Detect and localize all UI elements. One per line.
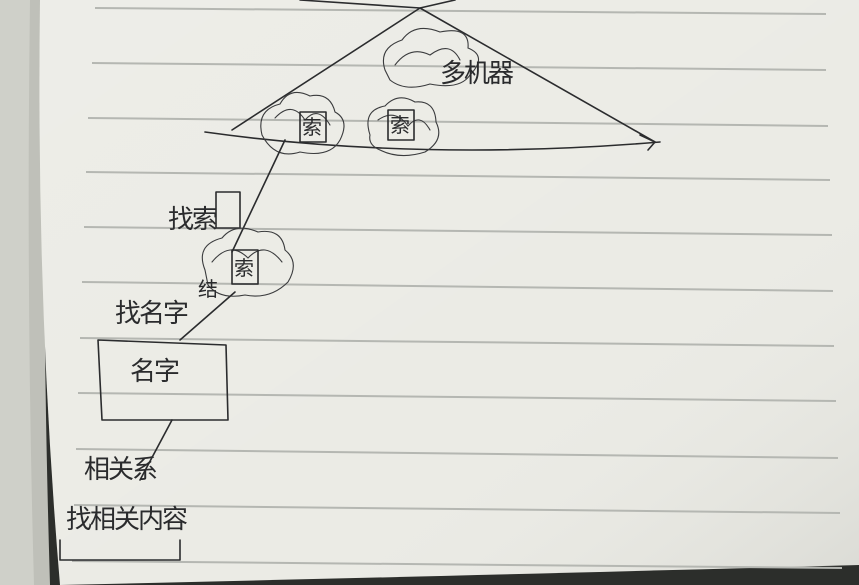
related-label: 相关系 [84, 455, 157, 485]
connector-bottom [139, 419, 173, 481]
find-index-label: 找索 [168, 205, 217, 235]
name-box-label: 名字 [130, 357, 179, 387]
related-content-label: 找相关内容 [66, 505, 187, 535]
paper-lighting [39, 0, 859, 585]
right-cloud-box-label: 索 [390, 113, 409, 137]
top-cloud [382, 27, 480, 88]
right-cloud-box [387, 109, 415, 141]
connector-middle [179, 291, 236, 341]
name-box [97, 339, 229, 421]
right-cloud [367, 97, 440, 157]
middle-cloud-box-label: 索 [234, 256, 253, 280]
find-index-box [215, 191, 241, 229]
middle-cloud [201, 227, 294, 297]
find-name-label: 找名字 [115, 299, 188, 329]
left-cloud [260, 91, 345, 155]
middle-cloud-side-label: 结 [198, 277, 217, 301]
connector-top [231, 139, 286, 253]
top-cloud-label: 多机器 [440, 59, 514, 89]
ruled-lines [71, 7, 843, 569]
middle-cloud-box [231, 249, 259, 285]
bottom-bracket [59, 539, 181, 561]
left-cloud-box [299, 111, 327, 143]
left-cloud-box-label: 索 [302, 115, 321, 139]
